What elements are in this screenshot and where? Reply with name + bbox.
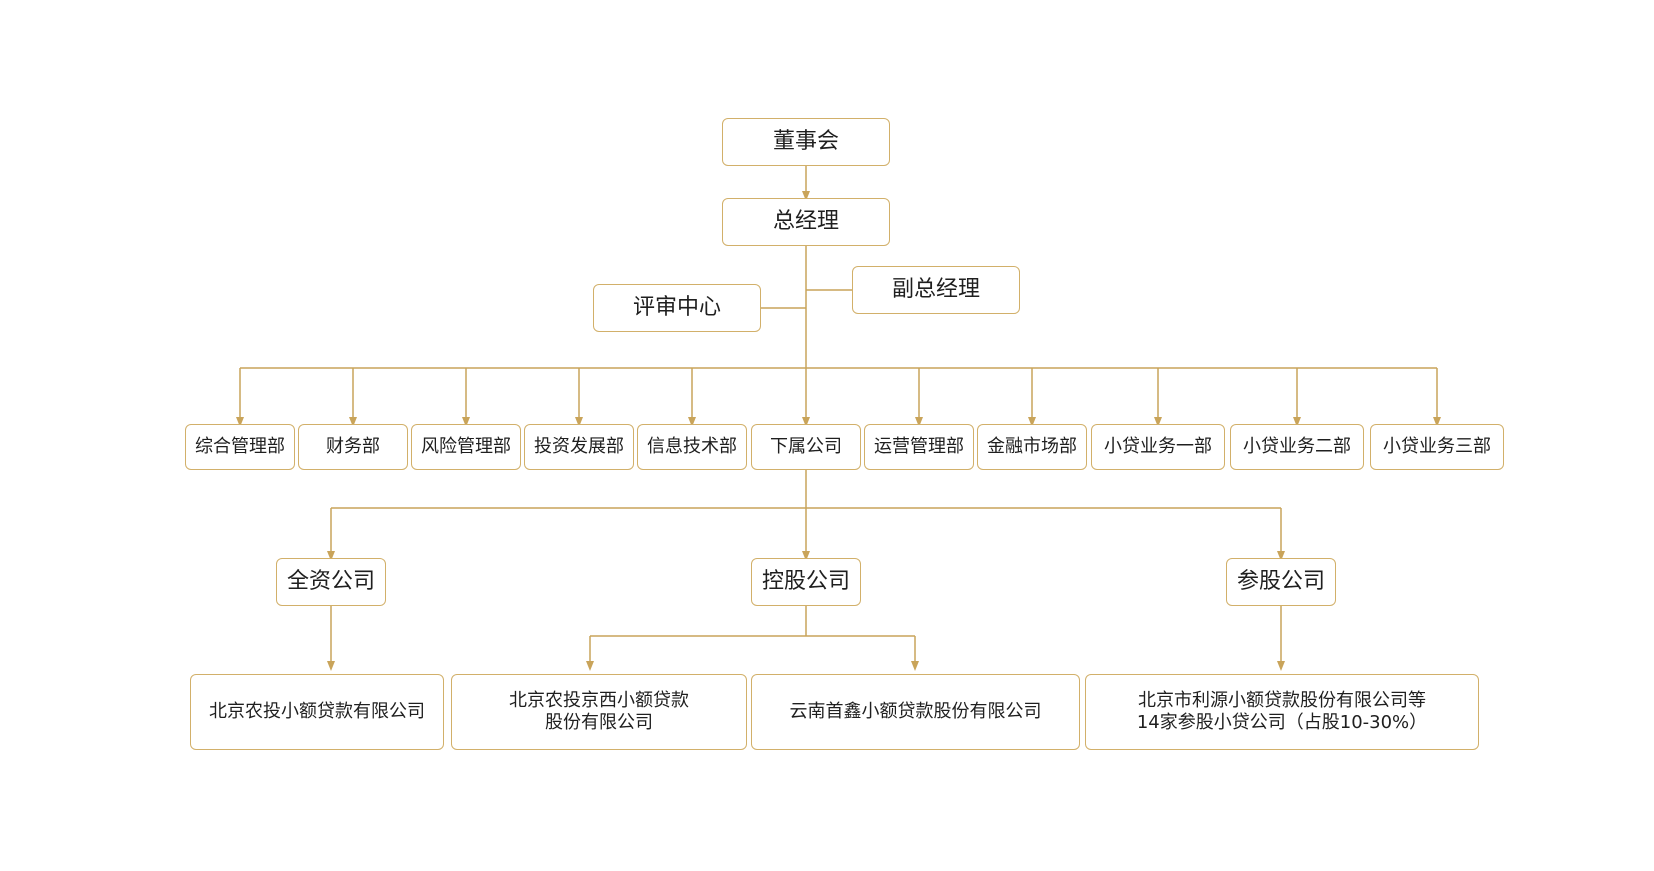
dept-label: 小贷业务一部 — [1104, 435, 1212, 457]
dept-label: 财务部 — [326, 435, 380, 457]
dept-financial-markets: 金融市场部 — [977, 424, 1087, 470]
dept-label: 小贷业务三部 — [1383, 435, 1491, 457]
dept-information-technology: 信息技术部 — [637, 424, 747, 470]
dept-label: 风险管理部 — [421, 435, 511, 457]
wholly-subsidiary-node: 北京农投小额贷款有限公司 — [190, 674, 444, 750]
gm-label: 总经理 — [772, 209, 839, 235]
equity-label: 参股公司 — [1236, 569, 1325, 595]
equity-node: 参股公司 — [1226, 558, 1336, 606]
holding-label: 控股公司 — [761, 569, 850, 595]
review-center-label: 评审中心 — [632, 295, 721, 321]
holding-node: 控股公司 — [751, 558, 861, 606]
dept-general-management: 综合管理部 — [185, 424, 295, 470]
board-label: 董事会 — [772, 129, 839, 155]
wholly-subsidiary-label: 北京农投小额贷款有限公司 — [209, 700, 425, 722]
holding-subsidiary-2-label: 云南首鑫小额贷款股份有限公司 — [789, 700, 1042, 722]
holding-subsidiary-1-line2: 股份有限公司 — [545, 712, 653, 733]
holding-subsidiary-1-node: 北京农投京西小额贷款 股份有限公司 — [451, 674, 747, 750]
equity-subsidiary-line2: 14家参股小贷公司（占股10-30%） — [1136, 712, 1428, 733]
dept-investment-development: 投资发展部 — [524, 424, 634, 470]
dept-subsidiaries: 下属公司 — [751, 424, 861, 470]
dept-microloan-1: 小贷业务一部 — [1091, 424, 1225, 470]
board-node: 董事会 — [722, 118, 890, 166]
wholly-owned-label: 全资公司 — [286, 569, 375, 595]
holding-subsidiary-1-line1: 北京农投京西小额贷款 — [509, 689, 689, 711]
dept-label: 金融市场部 — [987, 435, 1077, 457]
dept-label: 信息技术部 — [647, 435, 737, 457]
dept-microloan-2: 小贷业务二部 — [1230, 424, 1364, 470]
dept-label: 小贷业务二部 — [1243, 435, 1351, 457]
dept-microloan-3: 小贷业务三部 — [1370, 424, 1504, 470]
dept-finance: 财务部 — [298, 424, 408, 470]
holding-subsidiary-2-node: 云南首鑫小额贷款股份有限公司 — [751, 674, 1080, 750]
dept-label: 下属公司 — [770, 435, 842, 457]
dept-label: 综合管理部 — [195, 435, 285, 457]
dept-label: 投资发展部 — [534, 435, 624, 457]
equity-subsidiary-line1: 北京市利源小额贷款股份有限公司等 — [1138, 689, 1426, 711]
equity-subsidiary-node: 北京市利源小额贷款股份有限公司等 14家参股小贷公司（占股10-30%） — [1085, 674, 1479, 750]
dept-operations-management: 运营管理部 — [864, 424, 974, 470]
wholly-owned-node: 全资公司 — [276, 558, 386, 606]
dept-risk-management: 风险管理部 — [411, 424, 521, 470]
review-center-node: 评审中心 — [593, 284, 761, 332]
vgm-label: 副总经理 — [891, 277, 980, 303]
gm-node: 总经理 — [722, 198, 890, 246]
dept-label: 运营管理部 — [874, 435, 964, 457]
vgm-node: 副总经理 — [852, 266, 1020, 314]
